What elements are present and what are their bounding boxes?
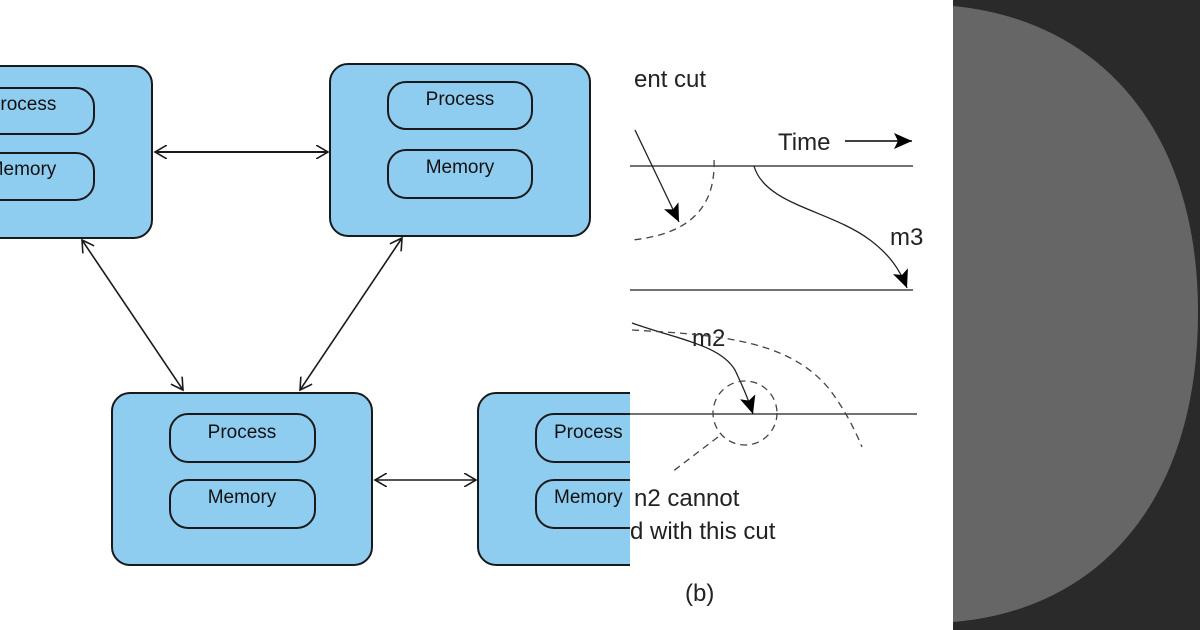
consistent-cut-diagram: ent cut Time m3 m2 n2 cannot d with this… xyxy=(630,0,953,630)
time-label: Time xyxy=(778,129,830,156)
decorative-panel xyxy=(953,0,1200,630)
memory-pill xyxy=(387,149,533,199)
note-line-1: n2 cannot xyxy=(634,485,740,512)
process-pill xyxy=(535,413,630,463)
process-label: Process xyxy=(426,89,495,110)
process-pill xyxy=(169,413,316,463)
memory-label: Memory xyxy=(554,487,623,508)
highlight-circle xyxy=(712,380,778,446)
cut-line-1 xyxy=(631,159,715,241)
memory-pill xyxy=(535,479,630,529)
memory-label: Memory xyxy=(208,487,277,508)
memory-pill xyxy=(169,479,316,529)
message-m3-arrow xyxy=(753,165,908,289)
process-pill xyxy=(387,81,533,130)
callout-line xyxy=(671,436,719,473)
process-label: Process xyxy=(554,422,623,443)
process-pill xyxy=(0,87,95,135)
m3-label: m3 xyxy=(890,224,923,251)
figure-caption: (b) xyxy=(685,580,714,607)
process-label: Process xyxy=(0,94,56,115)
memory-label: Memory xyxy=(426,157,495,178)
process-label: Process xyxy=(208,422,277,443)
link-1-3-arrow xyxy=(82,240,183,390)
cut-line-2 xyxy=(631,329,863,448)
m2-label: m2 xyxy=(692,325,725,352)
process-network-diagram: Process Memory Process Memory Process Me… xyxy=(0,63,630,566)
node-4-labels: Process Memory xyxy=(554,422,623,508)
node-3: Process Memory xyxy=(111,392,373,566)
message-m1-arrow xyxy=(634,129,680,223)
node-1: Process Memory xyxy=(0,65,153,239)
link-2-3-arrow xyxy=(300,238,402,390)
message-m2-arrow xyxy=(631,322,756,415)
cut-title: ent cut xyxy=(634,66,706,93)
node-2: Process Memory xyxy=(329,63,591,237)
memory-label: Memory xyxy=(0,159,57,180)
memory-pill xyxy=(0,152,95,201)
half-circle-shape xyxy=(953,6,1198,622)
node-4 xyxy=(477,392,630,566)
note-line-2: d with this cut xyxy=(630,518,776,545)
